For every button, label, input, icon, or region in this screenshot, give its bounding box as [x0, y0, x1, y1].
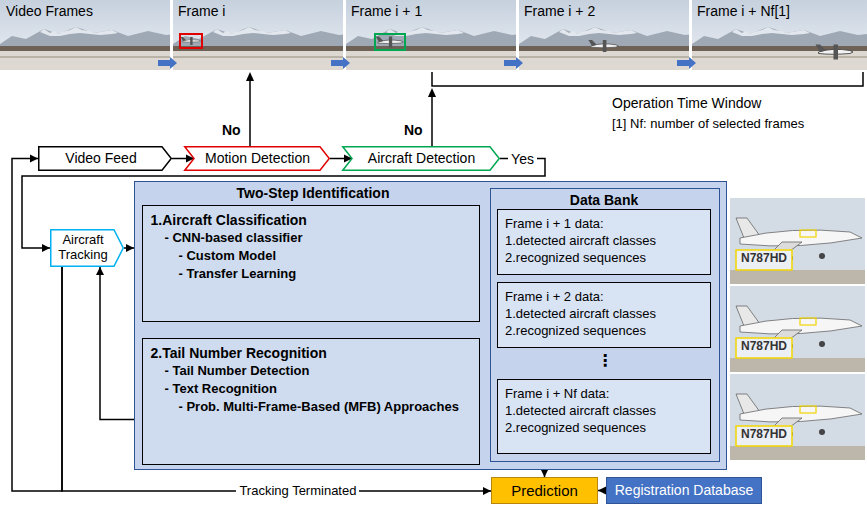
text-area: Frame i + 2 data:1.detected aircraft cla…	[498, 283, 710, 347]
ellipsis: ⋮	[597, 352, 613, 370]
bullet-item: - Custom Model	[151, 247, 471, 265]
data-line: Frame i + Nf data:	[505, 385, 703, 402]
data-line: 2.recognized sequences	[505, 322, 703, 339]
text-area: Prediction	[492, 478, 597, 503]
edge-label: Tracking Terminated	[236, 484, 359, 499]
process-arrow: Video Feed	[38, 146, 172, 171]
note: Operation Time Window	[612, 95, 761, 111]
arrowhead	[96, 267, 104, 275]
box-title: 1.Aircraft Classification	[151, 211, 471, 229]
shape-outline	[51, 230, 124, 267]
bullet-item: - Transfer Learning	[151, 265, 471, 283]
edge-label: Yes	[508, 151, 537, 167]
arrowhead	[30, 155, 38, 163]
branch-label: No	[404, 122, 423, 138]
footnote: [1] Nf: number of selected frames	[612, 117, 804, 132]
node-label: Aircraft Detection	[368, 150, 475, 166]
text-area: Frame i + Nf data:1.detected aircraft cl…	[498, 380, 710, 453]
arrowhead	[541, 469, 549, 477]
panel-heading: Data Bank	[491, 192, 718, 208]
bullet-item: - Text Recognition	[151, 380, 471, 398]
process-chevron: Aircraft Detection	[342, 146, 500, 171]
data-line: 1.detected aircraft classes	[505, 232, 703, 249]
data-line: Frame i + 2 data:	[505, 288, 703, 305]
arrowhead	[126, 244, 134, 252]
text-area: Registration Database	[607, 478, 761, 503]
frame-title: Frame i	[178, 3, 225, 19]
shape-outline	[185, 147, 330, 171]
panel-heading: Two-Step Identification	[145, 185, 481, 201]
tail-number-crop: N787HD	[736, 252, 792, 266]
text-area: Motion Detection	[184, 146, 330, 171]
data-line: 1.detected aircraft classes	[505, 305, 703, 322]
text-area: Frame i + 1 data:1.detected aircraft cla…	[498, 210, 710, 274]
text-area: 1.Aircraft Classification- CNN-based cla…	[143, 206, 479, 321]
node-label: Motion Detection	[205, 150, 310, 166]
data-box: Frame i + Nf data:1.detected aircraft cl…	[497, 379, 711, 454]
data-line: Frame i + 1 data:	[505, 215, 703, 232]
connector	[12, 155, 62, 492]
box-title: 2.Tail Number Recognition	[151, 344, 471, 362]
panel-title: Two-Step Identification	[145, 185, 481, 201]
data-line: 2.recognized sequences	[505, 249, 703, 266]
branch-label: No	[222, 122, 241, 138]
shape-outline	[39, 147, 172, 171]
process-chevron: Motion Detection	[184, 146, 330, 171]
connector	[172, 155, 194, 163]
text-area: Video Feed	[38, 146, 172, 171]
connector	[598, 487, 606, 495]
shape-outline	[343, 147, 500, 171]
tail-number-crop: N787HD	[736, 340, 792, 354]
text-area: Aircraft Detection	[342, 146, 500, 171]
tail-number-crop: N787HD	[736, 428, 792, 442]
data-line: 2.recognized sequences	[505, 419, 703, 436]
node-label: Registration Database	[615, 482, 754, 498]
group-panel: Data BankFrame i + 1 data:1.detected air…	[490, 188, 720, 462]
process-box: 1.Aircraft Classification- CNN-based cla…	[142, 205, 480, 322]
process-arrow: Aircraft Tracking	[50, 229, 124, 267]
node-label: Video Feed	[65, 150, 136, 166]
frame-title: Frame i + 2	[524, 3, 595, 19]
data-box: Frame i + 2 data:1.detected aircraft cla…	[497, 282, 711, 348]
frame-title: Video Frames	[6, 3, 93, 19]
node-label: Prediction	[511, 482, 578, 499]
bullet-item: - Tail Number Detection	[151, 362, 471, 380]
data-box: Frame i + 1 data:1.detected aircraft cla…	[497, 209, 711, 275]
text-area: 2.Tail Number Recognition- Tail Number D…	[143, 339, 479, 464]
frame-title: Frame i + 1	[351, 3, 422, 19]
arrowhead	[42, 244, 50, 252]
output-box: Registration Database	[606, 477, 762, 504]
bullet-item: - Prob. Multi-Frame-Based (MFB) Approach…	[151, 398, 471, 416]
group-panel: Two-Step Identification 1.Aircraft Classi…	[134, 181, 727, 470]
process-box: 2.Tail Number Recognition- Tail Number D…	[142, 338, 480, 465]
connector	[330, 155, 352, 163]
bullet-item: - CNN-based classifier	[151, 229, 471, 247]
frame-title: Frame i + Nf[1]	[697, 3, 790, 19]
panel-title: Data Bank	[491, 192, 718, 208]
connector-line	[12, 159, 62, 492]
output-box: Prediction	[491, 477, 598, 504]
arrowhead	[598, 487, 606, 495]
node-label: Aircraft Tracking	[53, 233, 113, 263]
data-line: 1.detected aircraft classes	[505, 402, 703, 419]
arrowhead	[483, 487, 491, 495]
connector	[124, 244, 134, 252]
text-area: Aircraft Tracking	[50, 229, 124, 267]
